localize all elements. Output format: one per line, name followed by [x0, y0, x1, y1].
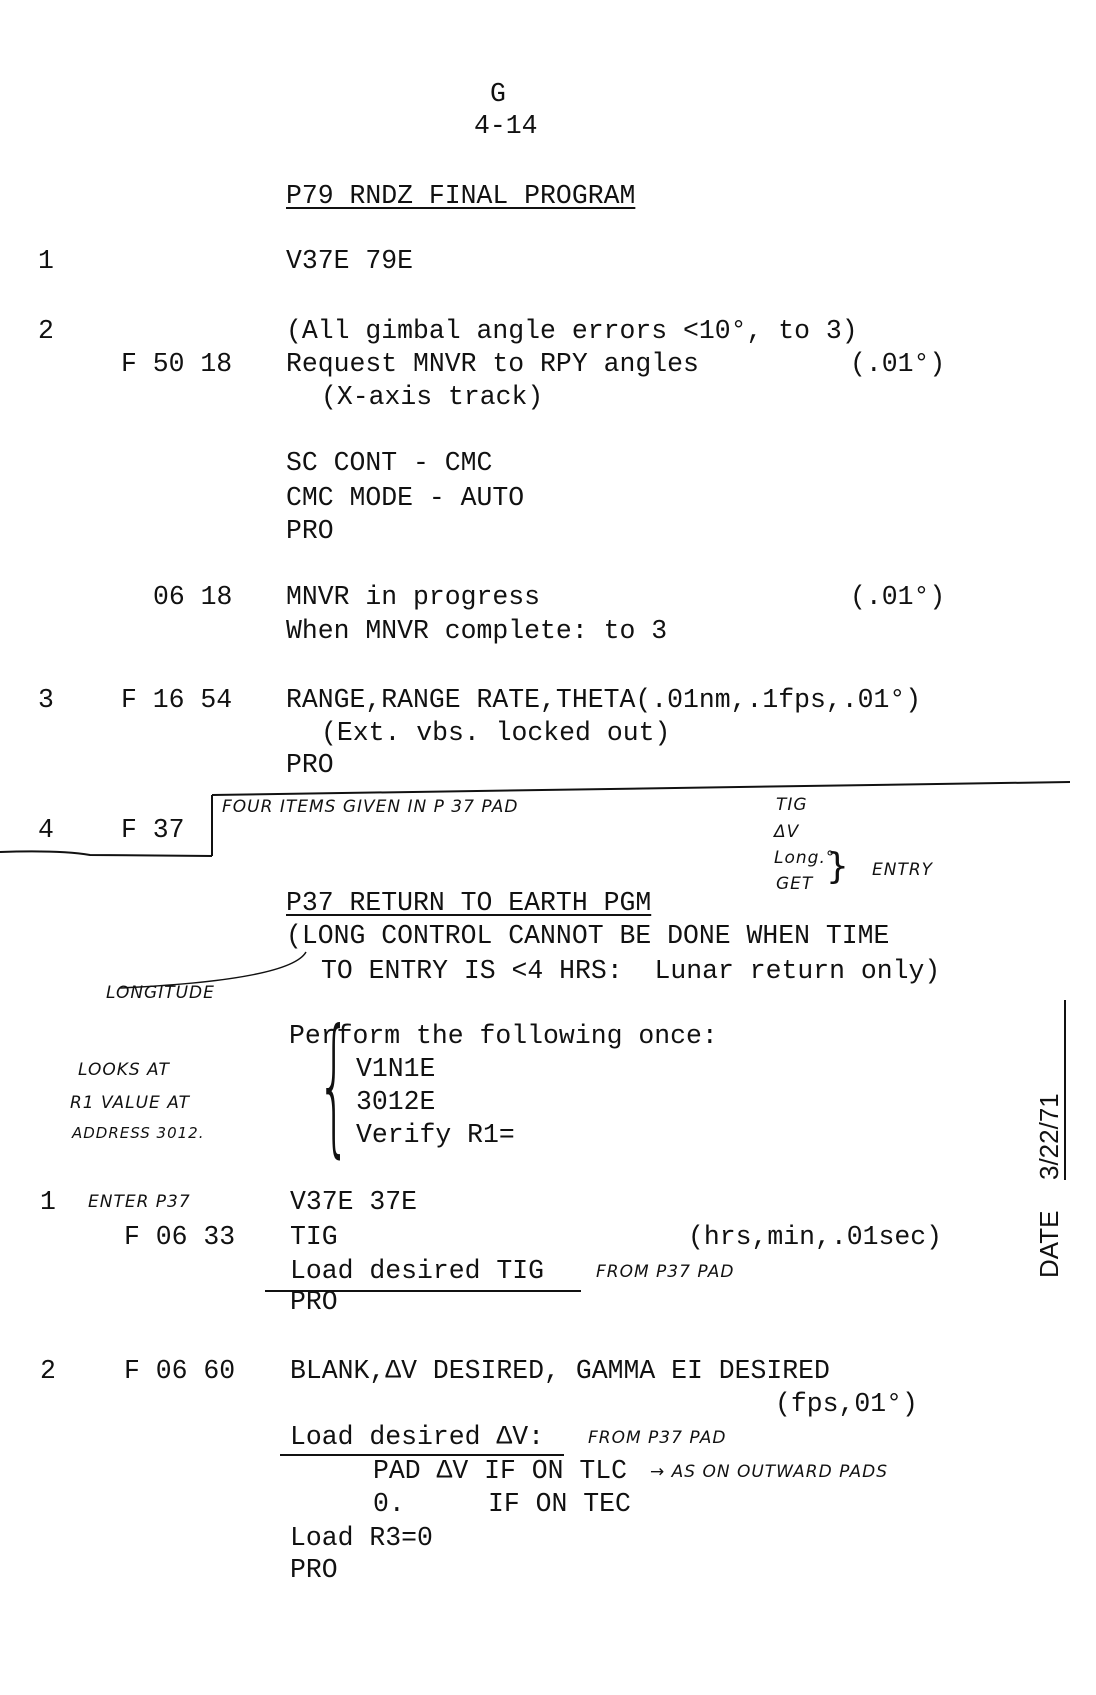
step-sub: (Ext. vbs. locked out) [321, 719, 671, 749]
handwritten-note: ADDRESS 3012. [72, 1124, 205, 1142]
verb-noun-code: F 06 33 [124, 1223, 236, 1253]
verb-noun-code: 06 18 [153, 583, 233, 613]
handwritten-item: TIG [776, 795, 808, 815]
step-number: 2 [40, 1357, 56, 1387]
page-number: 4-14 [474, 112, 538, 142]
step-text: V37E 37E [290, 1188, 418, 1218]
step-text: RANGE,RANGE RATE,THETA(.01nm,.1fps,.01°) [286, 686, 922, 716]
handwritten-note: FROM P37 PAD [596, 1262, 735, 1282]
step-number: 2 [38, 317, 54, 347]
step-number: 1 [38, 247, 54, 277]
perform-label: Perform the following once: [289, 1022, 718, 1052]
step-number: 4 [38, 816, 54, 846]
p37-note: (LONG CONTROL CANNOT BE DONE WHEN TIME [286, 922, 890, 952]
action: PRO [290, 1556, 338, 1586]
step-text: When MNVR complete: to 3 [286, 617, 668, 647]
action: SC CONT - CMC [286, 449, 493, 479]
handwritten-item: Long.° [774, 848, 836, 868]
step-note: (All gimbal angle errors <10°, to 3) [286, 317, 858, 347]
brace-icon: } [826, 846, 850, 887]
step-number: 3 [38, 686, 54, 716]
action: PRO [290, 1288, 338, 1318]
step-text: TIG [290, 1223, 338, 1253]
date-label: DATE [1034, 1210, 1064, 1278]
handwritten-note: LOOKS AT [78, 1060, 170, 1080]
step-sub: (X-axis track) [321, 383, 544, 413]
verb-noun-code: F 37 [121, 816, 185, 846]
units: (.01°) [850, 350, 946, 380]
page-title: P79 RNDZ FINAL PROGRAM [286, 182, 636, 212]
section-letter: G [490, 80, 506, 110]
verb-noun-code: F 06 60 [124, 1357, 236, 1387]
handwritten-longitude: LONGITUDE [106, 983, 215, 1003]
dsky-entry: 3012E [356, 1088, 436, 1118]
pad-line: PAD ΔV IF ON TLC [373, 1457, 628, 1487]
handwritten-entry: ENTRY [872, 860, 934, 880]
handwritten-item: ΔV [774, 822, 800, 842]
handwritten-note: FOUR ITEMS GIVEN IN P 37 PAD [222, 797, 519, 817]
action: PRO [286, 751, 334, 781]
handwritten-bracket-lines [0, 781, 1071, 857]
handwritten-note: R1 VALUE AT [70, 1093, 190, 1113]
verb-noun-code: F 50 18 [121, 350, 233, 380]
verb-noun-code: F 16 54 [121, 686, 233, 716]
pad-line: 0. [373, 1490, 405, 1520]
underline [265, 1290, 581, 1292]
p37-note: TO ENTRY IS <4 HRS: Lunar return only) [321, 957, 941, 987]
date-value: 3/22/71 [1034, 1093, 1064, 1180]
step-text: MNVR in progress [286, 583, 541, 613]
step-text: Request MNVR to RPY angles [286, 350, 699, 380]
brace-icon: { [317, 998, 352, 1172]
p37-title: P37 RETURN TO EARTH PGM [286, 889, 652, 919]
underline [280, 1454, 564, 1456]
dsky-entry: V1N1E [356, 1055, 436, 1085]
units: (fps,01°) [775, 1390, 918, 1420]
pad-line: IF ON TEC [488, 1490, 631, 1520]
action: CMC MODE - AUTO [286, 484, 525, 514]
handwritten-note: ENTER P37 [88, 1192, 191, 1212]
handwritten-note: FROM P37 PAD [588, 1428, 727, 1448]
date-line [1064, 1000, 1066, 1180]
step-text: V37E 79E [286, 247, 414, 277]
handwritten-arrow [119, 951, 307, 989]
action: Load R3=0 [290, 1524, 433, 1554]
handwritten-note: → AS ON OUTWARD PADS [650, 1462, 888, 1482]
handwritten-item: GET [776, 874, 814, 894]
step-text: Load desired ΔV: [290, 1423, 545, 1453]
step-number: 1 [40, 1188, 56, 1218]
units: (hrs,min,.01sec) [688, 1223, 943, 1253]
units: (.01°) [850, 583, 946, 613]
action: PRO [286, 517, 334, 547]
step-text: Load desired TIG [290, 1257, 545, 1287]
dsky-entry: Verify R1= [356, 1121, 515, 1151]
step-text: BLANK,ΔV DESIRED, GAMMA EI DESIRED [290, 1357, 830, 1387]
